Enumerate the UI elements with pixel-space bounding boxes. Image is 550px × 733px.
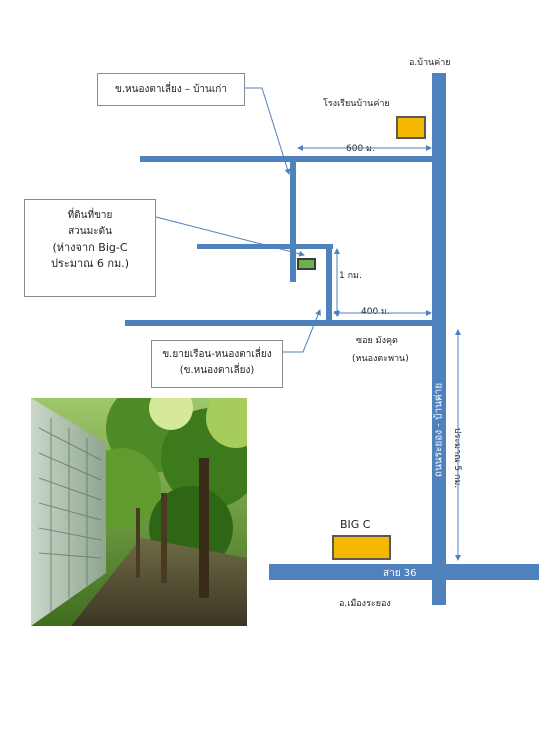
leader-bottom [283, 309, 321, 353]
bigc-label: BIG C [340, 518, 371, 531]
callout-land-line-4: ประมาณ 6 กม.) [50, 257, 130, 270]
callout-bottom: ข.ยายเรือน-หนองตาเลี่ยง (ข.หนองตาเลี่ยง) [151, 340, 283, 388]
route-36-label: สาย 36 [383, 568, 417, 579]
school-marker [396, 116, 426, 139]
north-town-label: อ.บ้านค่าย [409, 58, 451, 68]
garden-with-wall-photo [31, 398, 247, 626]
bigc-marker [332, 535, 391, 560]
main-road-vertical [432, 73, 446, 605]
leader-top [245, 87, 291, 175]
callout-top: ข.หนองตาเลี่ยง – บ้านเก่า [97, 73, 245, 106]
callout-land-line-2: สวนมะดัน [68, 226, 112, 237]
route-36-road [269, 564, 539, 580]
callout-land: ที่ดินที่ขาย สวนมะดัน (ห่างจาก Big-C ประ… [24, 199, 156, 297]
south-town-label: อ.เมืองระยอง [339, 599, 391, 609]
callout-bottom-line-1: ข.ยายเรือน-หนองตาเลี่ยง [162, 349, 272, 360]
local-road-vertical [290, 160, 296, 282]
callout-top-text: ข.หนองตาเลี่ยง – บ้านเก่า [115, 84, 227, 95]
callout-land-line-1: ที่ดินที่ขาย [67, 210, 113, 221]
callout-bottom-line-2: (ข.หนองตาเลี่ยง) [179, 365, 255, 376]
photo-illustration [31, 398, 247, 626]
upper-road-horizontal [140, 156, 436, 162]
soi-sub-label: (หนองตะพาน) [352, 354, 409, 364]
soi-road-horizontal [125, 320, 435, 326]
leader-land [155, 216, 305, 257]
distance-1km-label: 1 กม. [339, 271, 362, 281]
branch-road-horizontal [197, 244, 333, 249]
callout-land-line-3: (ห่างจาก Big-C [52, 241, 128, 254]
land-plot-marker [297, 258, 316, 270]
branch-road-vertical [326, 244, 332, 324]
school-label: โรงเรียนบ้านค่าย [323, 99, 390, 109]
soi-name-label: ซอย มังคุด [356, 336, 398, 346]
